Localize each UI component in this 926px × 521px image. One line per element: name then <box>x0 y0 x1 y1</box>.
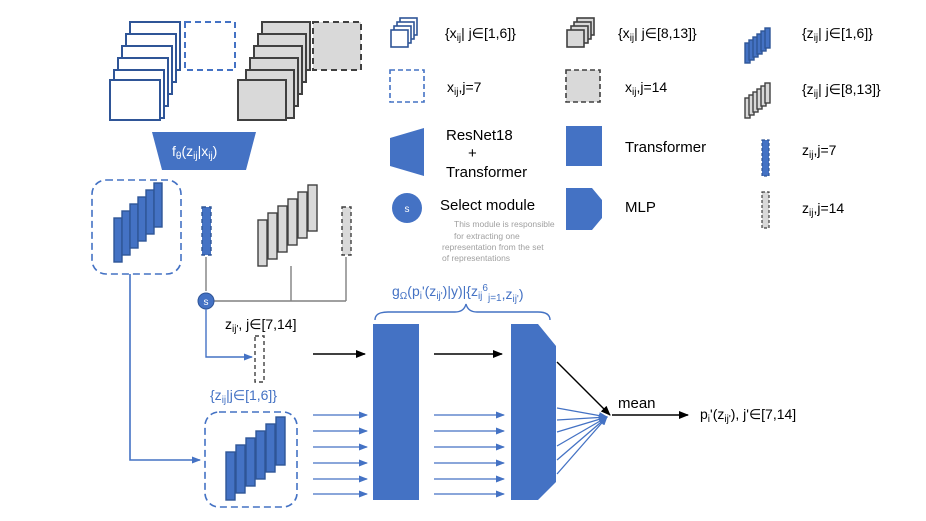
grey-image-6 <box>237 79 287 121</box>
context-bottom-bar-3 <box>245 437 256 487</box>
legend-resnet-line1: ResNet18 <box>446 127 513 144</box>
transformer-to-mlp-arrows <box>434 411 505 498</box>
context-bar-5 <box>145 189 155 235</box>
legend-mlp-icon <box>566 188 602 230</box>
encoder-label: fθ(zij|xij) <box>172 143 217 162</box>
target-bar-3 <box>277 205 288 253</box>
target-bar-2 <box>267 212 278 260</box>
legend-z-7: zij,j=7 <box>802 142 837 161</box>
query-representation-bar <box>254 335 265 383</box>
input-image-j14-dashed <box>312 21 362 71</box>
legend-select-symbol: s <box>405 204 410 215</box>
input-image-stack-grey <box>237 21 362 121</box>
mlp-to-mean-arrows <box>556 407 608 475</box>
mean-arrow-1 <box>556 407 608 420</box>
legend-select-desc-1: This module is responsible <box>454 219 555 229</box>
target-bar-6 <box>307 184 318 232</box>
legend-x-set-8-13: {xij| j∈[8,13]} <box>618 25 697 44</box>
context-bottom-bar-2 <box>235 444 246 494</box>
legend-grey-bar-6 <box>764 82 771 104</box>
context-representation-bars <box>113 182 163 263</box>
legend-resnet-line3: Transformer <box>446 164 527 181</box>
context-bottom-bar-4 <box>255 430 266 480</box>
select-connectors <box>205 257 347 302</box>
context-bar-1 <box>113 217 123 263</box>
legend-select-module: Select module <box>440 197 535 214</box>
transformer-block <box>373 324 419 500</box>
legend-select-desc-2: for extracting one <box>454 231 520 241</box>
context-bottom-bar-6 <box>275 416 286 466</box>
mlp-query-to-mean-arrow <box>556 361 611 416</box>
legend-z-set-8-13: {zij| j∈[8,13]} <box>802 81 881 100</box>
legend-blue-bar-6 <box>764 27 771 49</box>
legend-z-14: zij,j=14 <box>802 200 844 219</box>
context-bar-6 <box>153 182 163 228</box>
mean-arrow-6 <box>556 416 608 475</box>
context-bar-2 <box>121 210 131 256</box>
input-image-stack-blue <box>109 21 236 121</box>
context-bottom-bar-5 <box>265 423 276 473</box>
query-label: zij', j∈[7,14] <box>225 316 296 335</box>
target-bar-5 <box>297 191 308 239</box>
legend-grey-images-icon <box>566 17 595 48</box>
context-bars-bottom <box>225 416 286 501</box>
input-image-6 <box>109 79 161 121</box>
legend-dashed-image-icon <box>389 69 425 103</box>
mean-arrow-5 <box>556 416 608 461</box>
legend-x-7: xij,j=7 <box>447 79 482 98</box>
context-to-transformer-arrows <box>313 411 368 498</box>
context-label: {zij|j∈[1,6]} <box>210 387 277 406</box>
context-bottom-bar-1 <box>225 451 236 501</box>
input-image-j7-dashed <box>184 21 236 71</box>
encoder-trapezoid <box>152 132 256 170</box>
mlp-block <box>511 324 556 500</box>
legend-z14-bar-icon <box>761 191 770 229</box>
legend-resnet-line2: + <box>468 145 477 162</box>
representation-j7-dashed <box>201 206 212 256</box>
legend-blue-images-icon <box>390 17 418 48</box>
legend-resnet-icon <box>390 128 424 176</box>
legend-transformer: Transformer <box>625 139 706 156</box>
context-skip-arrow <box>129 274 201 464</box>
representation-j14-dashed <box>341 206 352 256</box>
legend-x-set-1-6: {xij| j∈[1,6]} <box>445 25 516 44</box>
legend-transformer-icon <box>566 126 602 166</box>
context-representations-box <box>91 179 182 275</box>
legend-mlp: MLP <box>625 199 656 216</box>
select-module-symbol: s <box>204 297 209 308</box>
legend-select-module-icon <box>392 193 422 223</box>
head-function-label: gΩ(pi'(zij')|y)|{zij6j=1,zij') <box>392 283 524 305</box>
target-bar-4 <box>287 198 298 246</box>
head-brace <box>374 303 551 321</box>
legend-select-desc-4: of representations <box>442 253 510 263</box>
output-label: pi'(zij'), j'∈[7,14] <box>700 406 796 425</box>
mean-arrow-4 <box>556 416 608 447</box>
legend-select-desc-3: representation from the set <box>442 242 544 252</box>
select-to-query-arrow <box>205 309 253 361</box>
legend-blue-bars-icon <box>744 27 771 64</box>
mean-label: mean <box>618 395 656 412</box>
legend-z7-bar-icon <box>761 139 770 177</box>
legend-z-set-1-6: {zij| j∈[1,6]} <box>802 25 873 44</box>
target-representation-bars <box>257 184 318 267</box>
context-bar-4 <box>137 196 147 242</box>
legend-grey-bars-icon <box>744 82 771 119</box>
target-bar-1 <box>257 219 268 267</box>
legend-x-14: xij,j=14 <box>625 79 667 98</box>
legend-dashed-grey-image-icon <box>565 69 601 103</box>
context-bar-3 <box>129 203 139 249</box>
